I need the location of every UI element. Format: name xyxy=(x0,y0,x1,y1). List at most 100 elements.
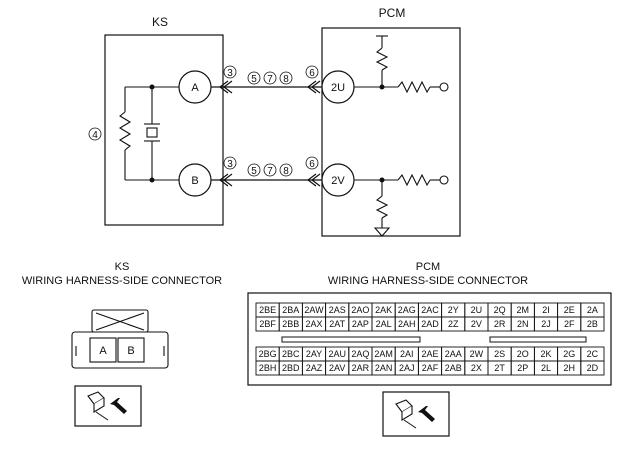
svg-text:7: 7 xyxy=(267,166,273,177)
pcm-pin-label: 2B xyxy=(587,319,598,329)
svg-text:8: 8 xyxy=(283,74,289,85)
pcm-pin-label: 2AJ xyxy=(399,363,415,373)
pcm-pin-label: 2S xyxy=(494,349,505,359)
pcm-pin-label: 2AR xyxy=(352,363,370,373)
svg-text:8: 8 xyxy=(283,166,289,177)
pcm-pin-label: 2Q xyxy=(494,305,506,315)
pcm-pin-label: 2AV xyxy=(329,363,345,373)
pcm-terminal-2u-label: 2U xyxy=(331,82,345,94)
pcm-pin-label: 2AA xyxy=(445,349,462,359)
ks-connector-title-2: WIRING HARNESS-SIDE CONNECTOR xyxy=(22,275,222,287)
pcm-pin-label: 2AM xyxy=(374,349,393,359)
pcm-pin-label: 2V xyxy=(471,319,482,329)
pcm-pin-label: 2Z xyxy=(448,319,459,329)
signal-wire-a xyxy=(211,80,325,94)
pcm-pin-label: 2BA xyxy=(282,305,299,315)
pcm-pin-label: 2BG xyxy=(259,349,277,359)
ks-connector xyxy=(71,309,169,369)
pcm-connector-key-right xyxy=(489,336,587,343)
pcm-pin-label: 2X xyxy=(471,363,482,373)
pcm-pin-label: 2AQ xyxy=(351,349,369,359)
pcm-label: PCM xyxy=(379,6,406,20)
pcm-pin-label: 2D xyxy=(587,363,599,373)
pcm-pin-cell xyxy=(580,360,605,376)
pcm-connector-key-left xyxy=(281,336,421,343)
pcm-pin-label: 2AO xyxy=(351,305,369,315)
ks-ref-4-ring xyxy=(88,127,102,141)
pcm-pin-label: 2AE xyxy=(421,349,438,359)
pcm-pin-label: 2C xyxy=(587,349,599,359)
pcm-pin-label: 2AY xyxy=(306,349,322,359)
ks-connector-title-1: KS xyxy=(115,261,130,273)
pcm-pin-label: 2K xyxy=(540,349,551,359)
ks-internal-circuit xyxy=(118,84,179,183)
pcm-pin-label: 2J xyxy=(541,319,551,329)
pcm-pin-label: 2N xyxy=(517,319,529,329)
pcm-pin-label: 2A xyxy=(587,305,598,315)
ks-view-direction-icon xyxy=(74,385,142,427)
pcm-pin-label: 2L xyxy=(541,363,551,373)
pcm-pin-label: 2P xyxy=(517,363,528,373)
pcm-pin-label: 2AF xyxy=(422,363,439,373)
pcm-pin-label: 2AW xyxy=(304,305,324,315)
pcm-pin-label: 2AD xyxy=(421,319,439,329)
wire-refs-top: 3 5 7 8 6 xyxy=(223,65,319,85)
pcm-pin-label: 2AT xyxy=(329,319,345,329)
pcm-pin-label: 2R xyxy=(494,319,506,329)
pcm-pin-cell xyxy=(580,316,605,332)
pcm-pin-label: 2I xyxy=(542,305,550,315)
ks-connector-pin-b: B xyxy=(127,345,134,357)
ks-terminal-b-label: B xyxy=(191,175,198,187)
svg-text:5: 5 xyxy=(251,166,257,177)
pcm-pin-label: 2F xyxy=(564,319,575,329)
pcm-terminal-2v-label: 2V xyxy=(331,175,345,187)
pcm-pin-label: 2AP xyxy=(352,319,369,329)
pcm-connector-title-2: WIRING HARNESS-SIDE CONNECTOR xyxy=(328,275,528,287)
pcm-pin-label: 2AI xyxy=(400,349,414,359)
svg-text:6: 6 xyxy=(309,159,315,170)
svg-text:6: 6 xyxy=(309,68,315,79)
pcm-pin-label: 2E xyxy=(564,305,575,315)
ks-ref-4: 4 xyxy=(92,130,98,141)
pcm-pin-label: 2AU xyxy=(328,349,346,359)
svg-text:7: 7 xyxy=(267,74,273,85)
pcm-connector-frame xyxy=(247,292,612,386)
pcm-pin-label: 2T xyxy=(494,363,505,373)
ks-label: KS xyxy=(152,15,168,29)
pcm-pin-label: 2BB xyxy=(282,319,299,329)
pcm-pin-label: 2AX xyxy=(305,319,322,329)
pcm-pin-label: 2W xyxy=(470,349,484,359)
pcm-pin-label: 2AH xyxy=(398,319,416,329)
pcm-pin-label: 2AL xyxy=(376,319,392,329)
pcm-view-direction-icon xyxy=(382,391,450,437)
pcm-pin-label: 2U xyxy=(471,305,483,315)
pcm-pin-label: 2M xyxy=(517,305,530,315)
pcm-pin-label: 2G xyxy=(563,349,575,359)
pcm-pin-label: 2AG xyxy=(398,305,416,315)
ks-box xyxy=(104,34,224,226)
pcm-pin-label: 2Y xyxy=(448,305,459,315)
svg-text:3: 3 xyxy=(227,68,233,79)
svg-text:5: 5 xyxy=(251,74,257,85)
pcm-pin-label: 2AZ xyxy=(306,363,323,373)
ks-terminal-a-label: A xyxy=(191,82,199,94)
pcm-pin-label: 2AB xyxy=(445,363,462,373)
pcm-box xyxy=(321,27,461,237)
signal-wire-b xyxy=(211,173,325,187)
ks-connector-pin-a: A xyxy=(99,345,107,357)
pcm-internal-bottom xyxy=(354,173,449,237)
pcm-pin-label: 2AK xyxy=(375,305,392,315)
pcm-pin-label: 2O xyxy=(517,349,529,359)
pcm-internal-top xyxy=(354,35,449,94)
wire-refs-bottom: 3 5 7 8 6 xyxy=(223,156,319,177)
pcm-pin-label: 2BH xyxy=(259,363,277,373)
pcm-pin-label: 2BE xyxy=(259,305,276,315)
pcm-connector-grid-bottom: 2BG 2BC 2AY 2AU 2AQ 2AM 2AI 2AE 2AA 2W 2S 2O 2K 2G 2C 2… xyxy=(255,346,605,376)
svg-text:3: 3 xyxy=(227,159,233,170)
pcm-pin-label: 2AC xyxy=(421,305,439,315)
pcm-connector-title-1: PCM xyxy=(416,261,440,273)
pcm-pin-label: 2H xyxy=(563,363,575,373)
pcm-pin-label: 2BC xyxy=(282,349,300,359)
